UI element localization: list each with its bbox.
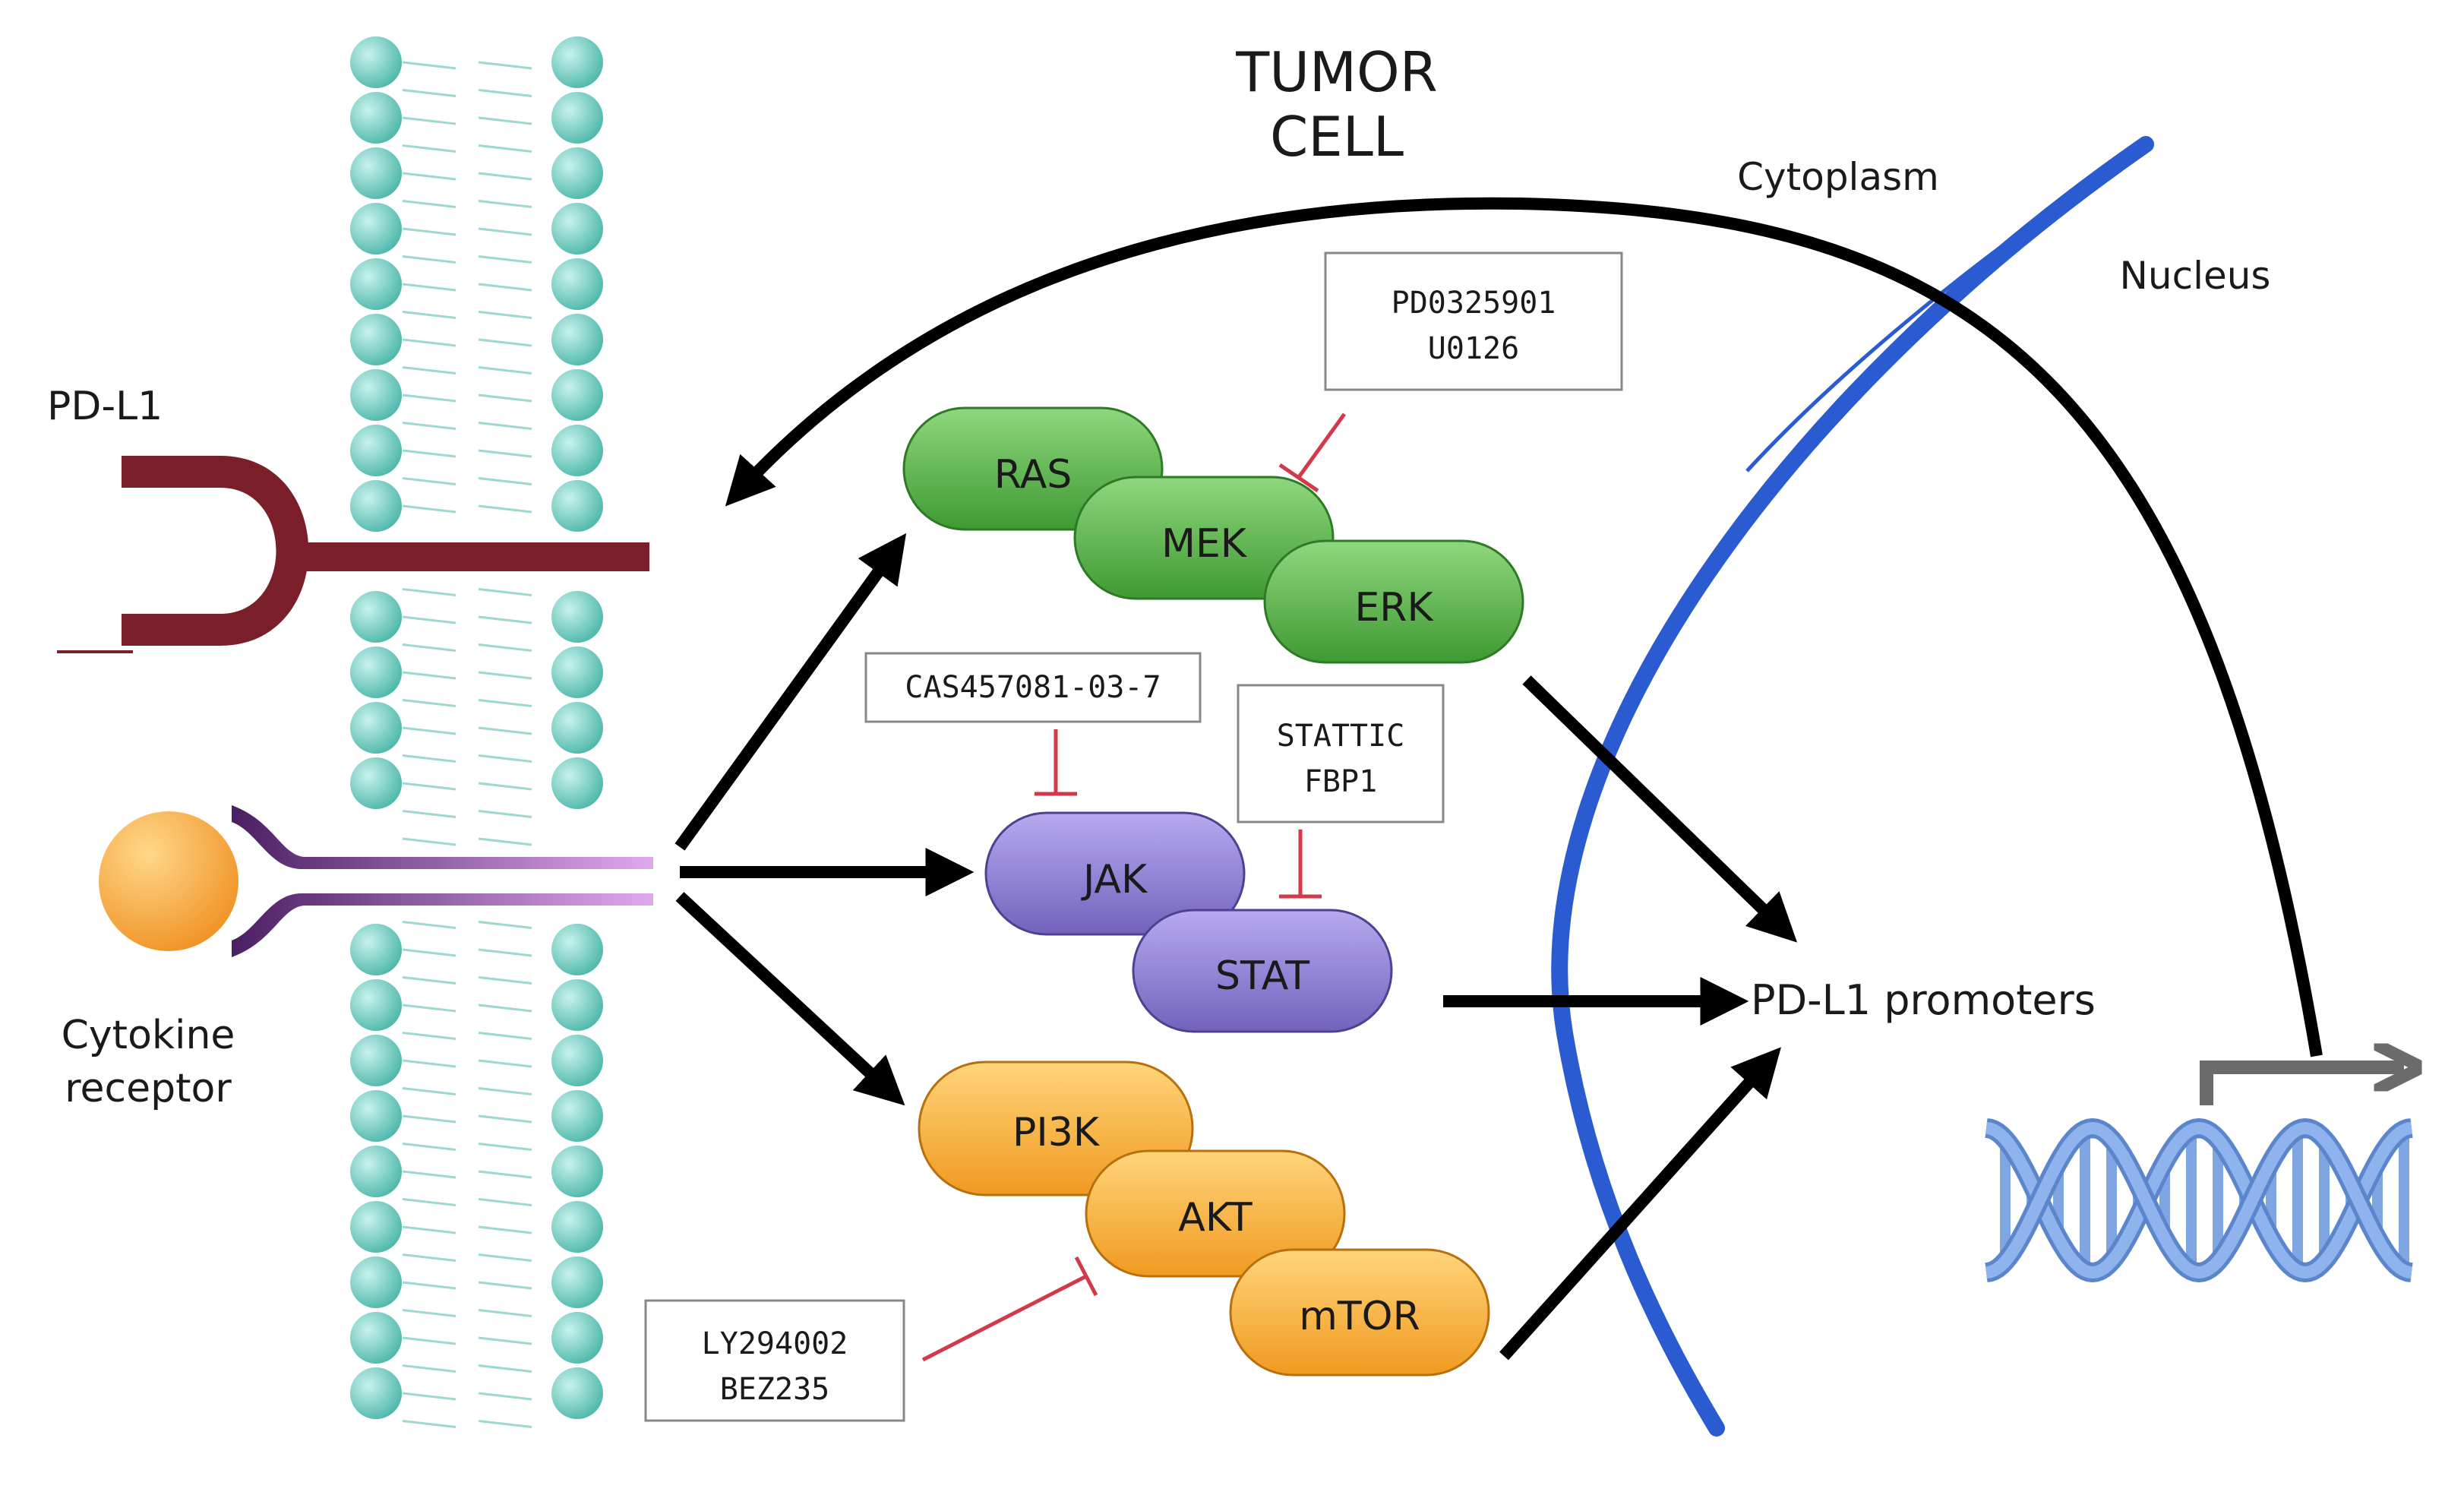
cytokine-receptor-label-line1: Cytokine (62, 1013, 235, 1058)
node-mtor: mTOR (1229, 1248, 1490, 1377)
inhibitor-box-stat: STATTIC FBP1 (1237, 684, 1445, 823)
inhibitor-jak-line1: CAS457081-03-7 (905, 670, 1161, 705)
node-akt: AKT (1085, 1149, 1346, 1278)
cytokine-receptor (232, 805, 653, 957)
node-jak: JAK (984, 811, 1246, 936)
node-stat: STAT (1132, 909, 1393, 1033)
inhibitor-mek-line2: U0126 (1428, 331, 1519, 366)
arrow-to-ras (674, 533, 907, 851)
inhibition-stat (1279, 830, 1322, 899)
inhibitor-box-akt: LY294002 BEZ235 (644, 1299, 905, 1422)
node-akt-label: AKT (1178, 1195, 1253, 1241)
node-erk-label: ERK (1354, 585, 1434, 631)
inhibitor-box-jak: CAS457081-03-7 (864, 652, 1202, 723)
inhibition-akt (921, 1256, 1098, 1362)
transcription-start-arrow (2200, 1067, 2404, 1105)
feedback-arrow (725, 197, 2323, 1057)
node-ras-label: RAS (994, 452, 1072, 498)
node-mek-label: MEK (1161, 521, 1248, 567)
inhibitor-box-mek: PD0325901 U0126 (1324, 251, 1623, 391)
node-mek: MEK (1073, 476, 1335, 600)
cytokine-ligand (99, 811, 239, 951)
nucleus-label: Nucleus (2120, 254, 2271, 298)
arrow-mtor-to-promoters (1499, 1047, 1781, 1361)
node-pi3k-label: PI3K (1012, 1110, 1101, 1155)
inhibitor-akt-line1: LY294002 (702, 1326, 848, 1361)
pdl1-promoters-label: PD-L1 promoters (1751, 976, 2096, 1024)
inhibition-jak (1035, 729, 1077, 796)
inhibitor-stat-line1: STATTIC (1277, 719, 1405, 754)
node-mtor-label: mTOR (1299, 1294, 1420, 1339)
node-jak-label: JAK (1081, 857, 1148, 902)
inhibitor-mek-line1: PD0325901 (1392, 286, 1556, 321)
cytokine-receptor-label-line2: receptor (65, 1066, 232, 1111)
cytoplasm-label: Cytoplasm (1737, 155, 1939, 199)
nuclear-envelope-line (1551, 136, 2154, 1437)
arrow-erk-to-promoters (1522, 675, 1798, 943)
inhibitor-akt-line2: BEZ235 (720, 1372, 830, 1407)
inhibition-mek (1278, 413, 1347, 493)
node-stat-label: STAT (1215, 953, 1309, 999)
dna-helix-icon (1985, 1117, 2413, 1283)
title-line1: TUMOR (1235, 40, 1438, 104)
inhibitor-stat-line2: FBP1 (1304, 764, 1377, 799)
node-erk: ERK (1263, 539, 1524, 664)
cell-membrane (350, 36, 603, 1428)
pdl1-protein (57, 456, 649, 653)
title-line2: CELL (1270, 105, 1404, 169)
pdl1-label: PD-L1 (47, 384, 163, 429)
arrow-to-pi3k (675, 892, 905, 1106)
